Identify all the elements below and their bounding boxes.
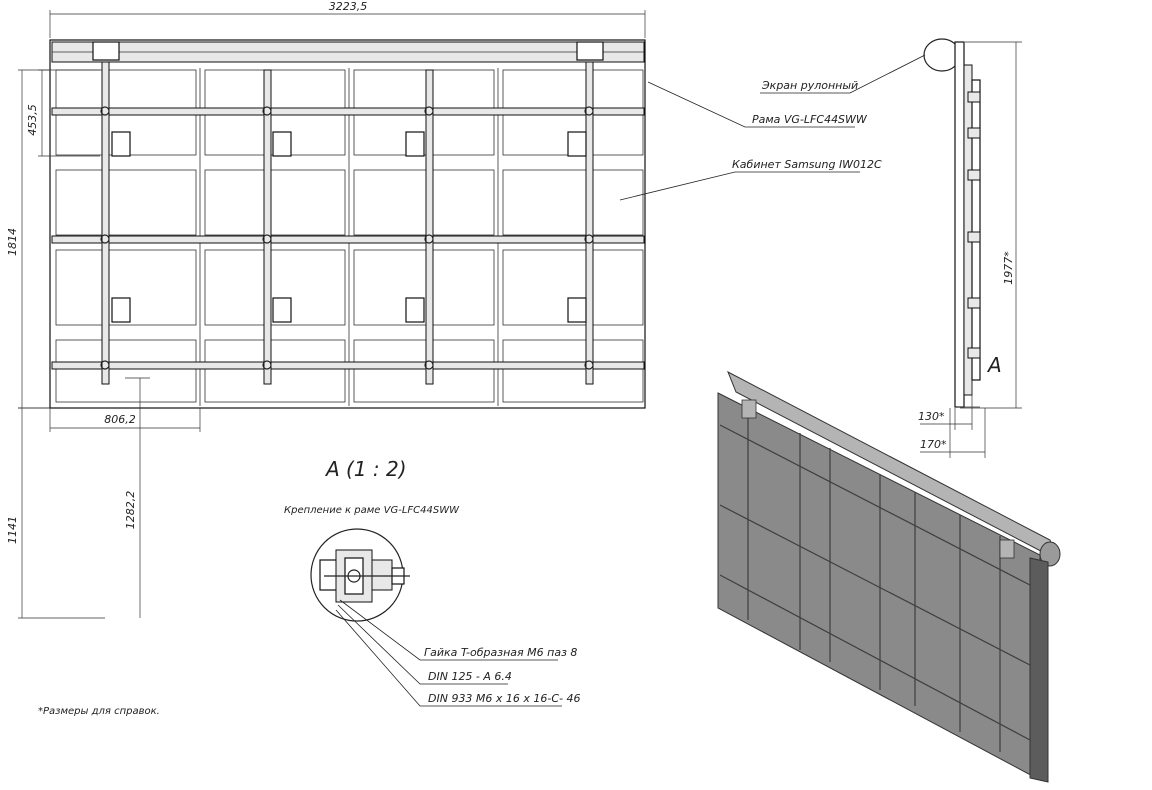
dim-top-offset-label: 453,5 <box>26 104 39 136</box>
detail-title: A (1 : 2) <box>324 457 407 481</box>
dimension-floor-height: 1141 <box>6 407 105 619</box>
dim-side-height-label: 1977* <box>1002 251 1015 285</box>
dim-height-label: 1814 <box>6 228 19 256</box>
dim-floor-height-label: 1141 <box>6 516 19 544</box>
mounting-plates <box>92 41 604 323</box>
footnote: *Размеры для справок. <box>38 706 160 717</box>
dimension-top-offset: 453,5 <box>26 69 100 157</box>
detail-a: A (1 : 2) Крепление к раме VG-LFC44SWW Г… <box>284 457 581 707</box>
dim-side-depth-outer-label: 170* <box>920 438 947 451</box>
callout-cabinet: Кабинет Samsung IW012C <box>732 158 882 171</box>
rail-joints <box>100 106 594 370</box>
frame-rails-horizontal <box>51 107 645 370</box>
detail-part-washer: DIN 125 - A 6.4 <box>428 670 512 683</box>
iso-grid <box>719 408 1031 752</box>
detail-subtitle: Крепление к раме VG-LFC44SWW <box>284 505 460 516</box>
iso-panel-edge <box>1029 557 1049 783</box>
detail-part-bolt: DIN 933 M6 x 16 x 16-C- 46 <box>428 692 581 705</box>
callout-screen: Экран рулонный <box>761 79 858 92</box>
dimension-cabinet-width: 806,2 <box>49 408 201 432</box>
dim-total-width-label: 3223,5 <box>329 0 368 13</box>
dim-bracket-height-label: 1282,2 <box>124 491 137 530</box>
dimension-total-width: 3223,5 <box>49 0 646 38</box>
dimension-bracket-height: 1282,2 <box>124 377 150 618</box>
callouts: Экран рулонный Рама VG-LFC44SWW Кабинет … <box>619 54 926 201</box>
detail-part-nut: Гайка T-образная М6 паз 8 <box>424 646 577 659</box>
isometric-view <box>717 370 1061 783</box>
dim-side-depth-inner-label: 130* <box>918 410 945 423</box>
front-view-outline <box>49 39 646 409</box>
side-view: A 1977* 130* 170* <box>918 38 1022 458</box>
view-marker-a: A <box>986 353 1002 377</box>
front-view: 3223,5 453,5 1814 806,2 1141 <box>6 0 646 619</box>
callout-frame: Рама VG-LFC44SWW <box>752 113 868 126</box>
dim-cabinet-width-label: 806,2 <box>104 413 136 426</box>
frame-rails-vertical <box>101 61 594 385</box>
